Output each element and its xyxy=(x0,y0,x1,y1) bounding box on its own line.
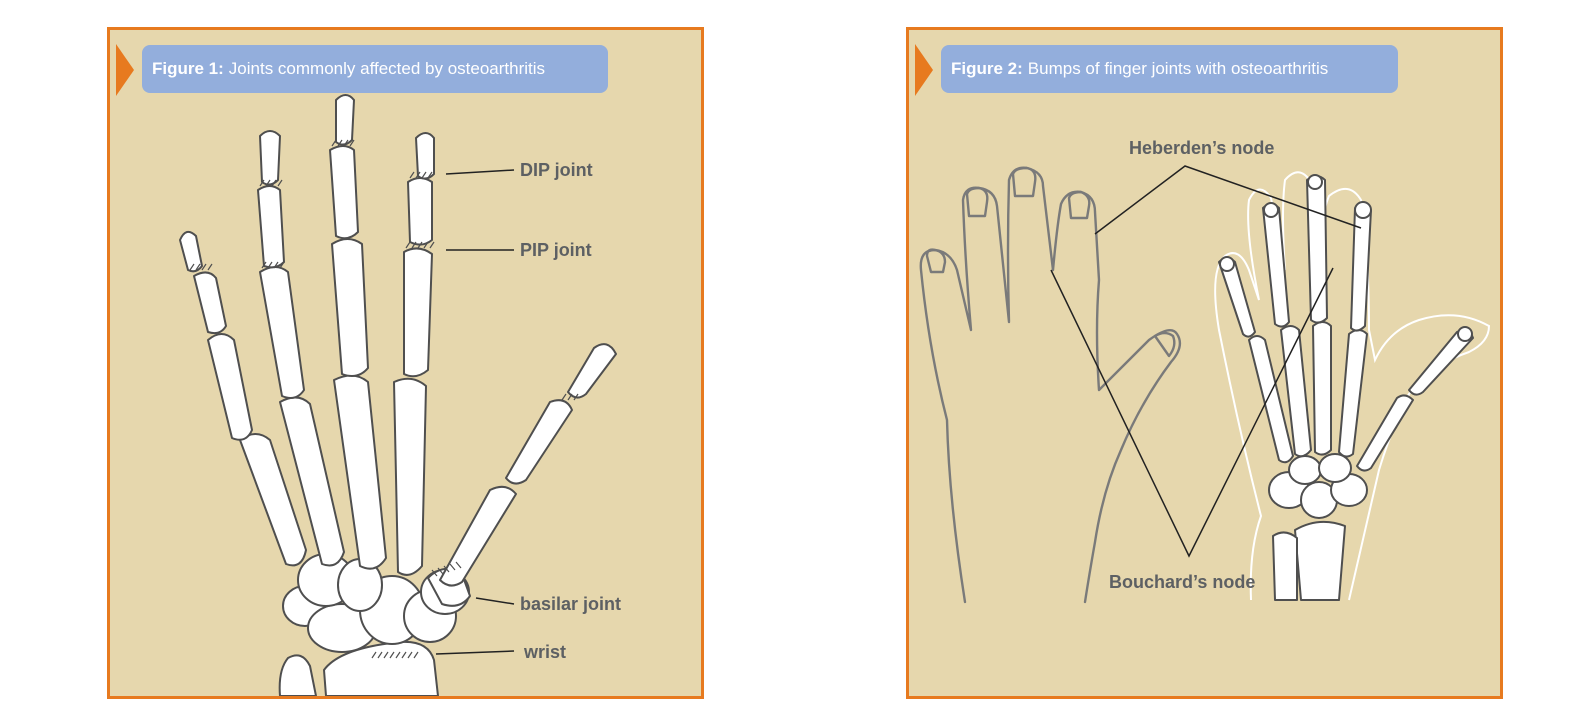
ring-finger-middle-phalanx xyxy=(257,185,285,269)
ulna-bone xyxy=(278,654,317,696)
dip-joint-label: DIP joint xyxy=(520,160,593,180)
fingertip-bone xyxy=(1457,326,1473,342)
carpal-bone xyxy=(1318,453,1352,483)
middle-finger-middle-phalanx xyxy=(329,145,359,240)
wrist-leader xyxy=(435,650,515,655)
fingernail-outline xyxy=(1153,331,1176,358)
pip-joint-label: PIP joint xyxy=(520,240,592,260)
index-finger-distal-phalanx xyxy=(415,132,435,180)
figure-2-arrow-marker xyxy=(915,44,933,96)
thumb-proximal-phalanx xyxy=(505,399,573,485)
hand-outline xyxy=(919,166,1182,604)
metacarpal-bone xyxy=(1338,329,1368,458)
fingertip-bone xyxy=(1354,201,1372,219)
metacarpal-bone xyxy=(1248,335,1294,464)
dip-joint-leader xyxy=(445,169,515,175)
little-finger-proximal-phalanx xyxy=(207,333,253,441)
index-finger-middle-phalanx xyxy=(407,177,433,246)
figure-1-number: Figure 1: xyxy=(152,59,224,78)
bouchard-node-label: Bouchard’s node xyxy=(1109,572,1255,592)
heberden-node-leader xyxy=(1094,165,1362,235)
thumb-metacarpal xyxy=(1356,394,1414,472)
ulna-bone xyxy=(1272,531,1298,601)
figure-2-title: Figure 2: Bumps of finger joints with os… xyxy=(941,45,1398,93)
fingernail-outline xyxy=(1067,190,1091,220)
figure-1-arrow-marker xyxy=(116,44,134,96)
figure-2-number: Figure 2: xyxy=(951,59,1023,78)
bouchard-node-leader xyxy=(1050,267,1334,558)
metacarpal-bone xyxy=(1312,321,1332,456)
wrist-label: wrist xyxy=(523,642,566,662)
little-finger-middle-phalanx xyxy=(193,271,227,335)
hand-skeleton-illustration: DIP joint PIP joint basilar joint wrist xyxy=(179,94,621,696)
figure-1-title: Figure 1: Joints commonly affected by os… xyxy=(142,45,608,93)
finger-nodes-illustration: Heberden’s node Bouchard’s node xyxy=(919,138,1491,604)
joint-hatching xyxy=(189,139,579,659)
figure-1-caption: Joints commonly affected by osteoarthrit… xyxy=(228,59,546,78)
figure-2-caption: Bumps of finger joints with osteoarthrit… xyxy=(1027,59,1329,78)
ring-finger-proximal-phalanx xyxy=(259,266,305,399)
heberden-node-label: Heberden’s node xyxy=(1129,138,1274,158)
basilar-joint-leader xyxy=(475,597,515,605)
fingernail-outline xyxy=(925,248,947,274)
fingertip-bone xyxy=(1219,256,1235,272)
index-finger-proximal-phalanx xyxy=(403,247,433,378)
middle-finger-proximal-phalanx xyxy=(331,238,369,377)
fingertip-bone xyxy=(1307,174,1323,190)
figure-2-panel: Heberden’s node Bouchard’s node Figure 2… xyxy=(906,27,1503,699)
figure-1-panel: DIP joint PIP joint basilar joint wrist … xyxy=(107,27,704,699)
ring-finger-distal-phalanx xyxy=(259,130,281,186)
thumb-metacarpal xyxy=(439,485,517,587)
middle-finger-distal-phalanx xyxy=(335,94,355,146)
fingernail-outline xyxy=(1011,166,1037,198)
basilar-joint-label: basilar joint xyxy=(520,594,621,614)
little-finger-distal-phalanx xyxy=(179,230,203,273)
index-finger-metacarpal xyxy=(393,377,427,576)
carpal-bone xyxy=(1288,455,1322,485)
fingernail-outline xyxy=(965,186,989,218)
thumb-distal-phalanx xyxy=(567,343,617,399)
radius-bone xyxy=(1294,520,1346,601)
fingertip-bone xyxy=(1263,202,1279,218)
